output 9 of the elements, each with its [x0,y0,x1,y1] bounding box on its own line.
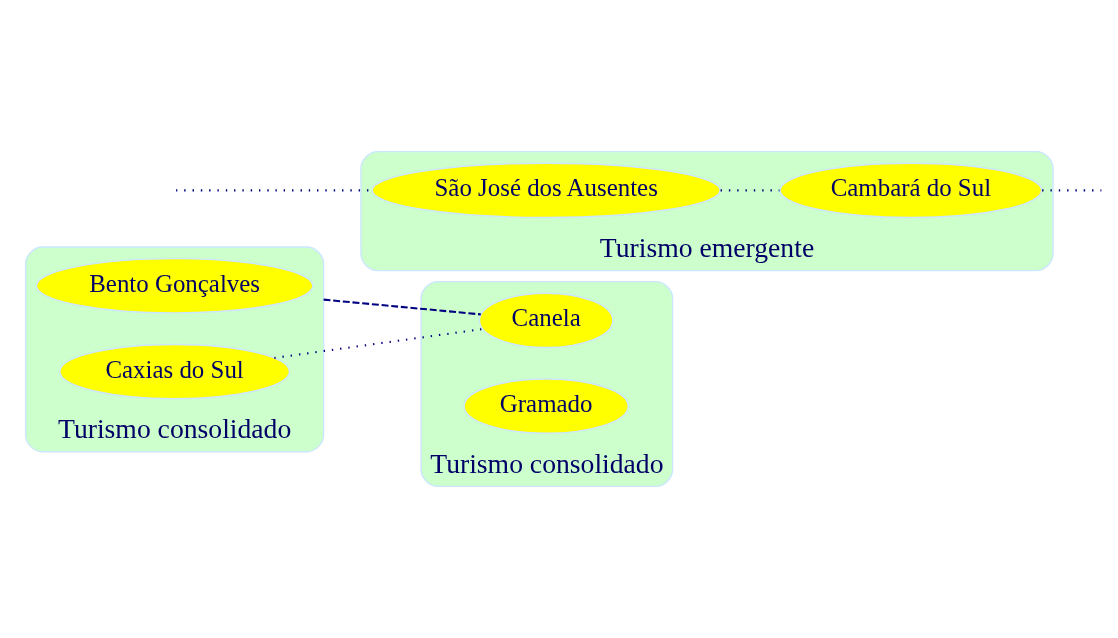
connector [1042,189,1102,192]
node-ellipse: Caxias do Sul [59,343,291,400]
node-ellipse: Bento Gonçalves [35,258,314,314]
connector [323,298,481,316]
node-ellipse: Cambará do Sul [779,162,1043,219]
node-ellipse: Gramado [463,378,629,434]
connector [274,328,483,359]
node-ellipse: São José dos Ausentes [371,162,721,219]
node-ellipse: Canela [478,292,614,349]
